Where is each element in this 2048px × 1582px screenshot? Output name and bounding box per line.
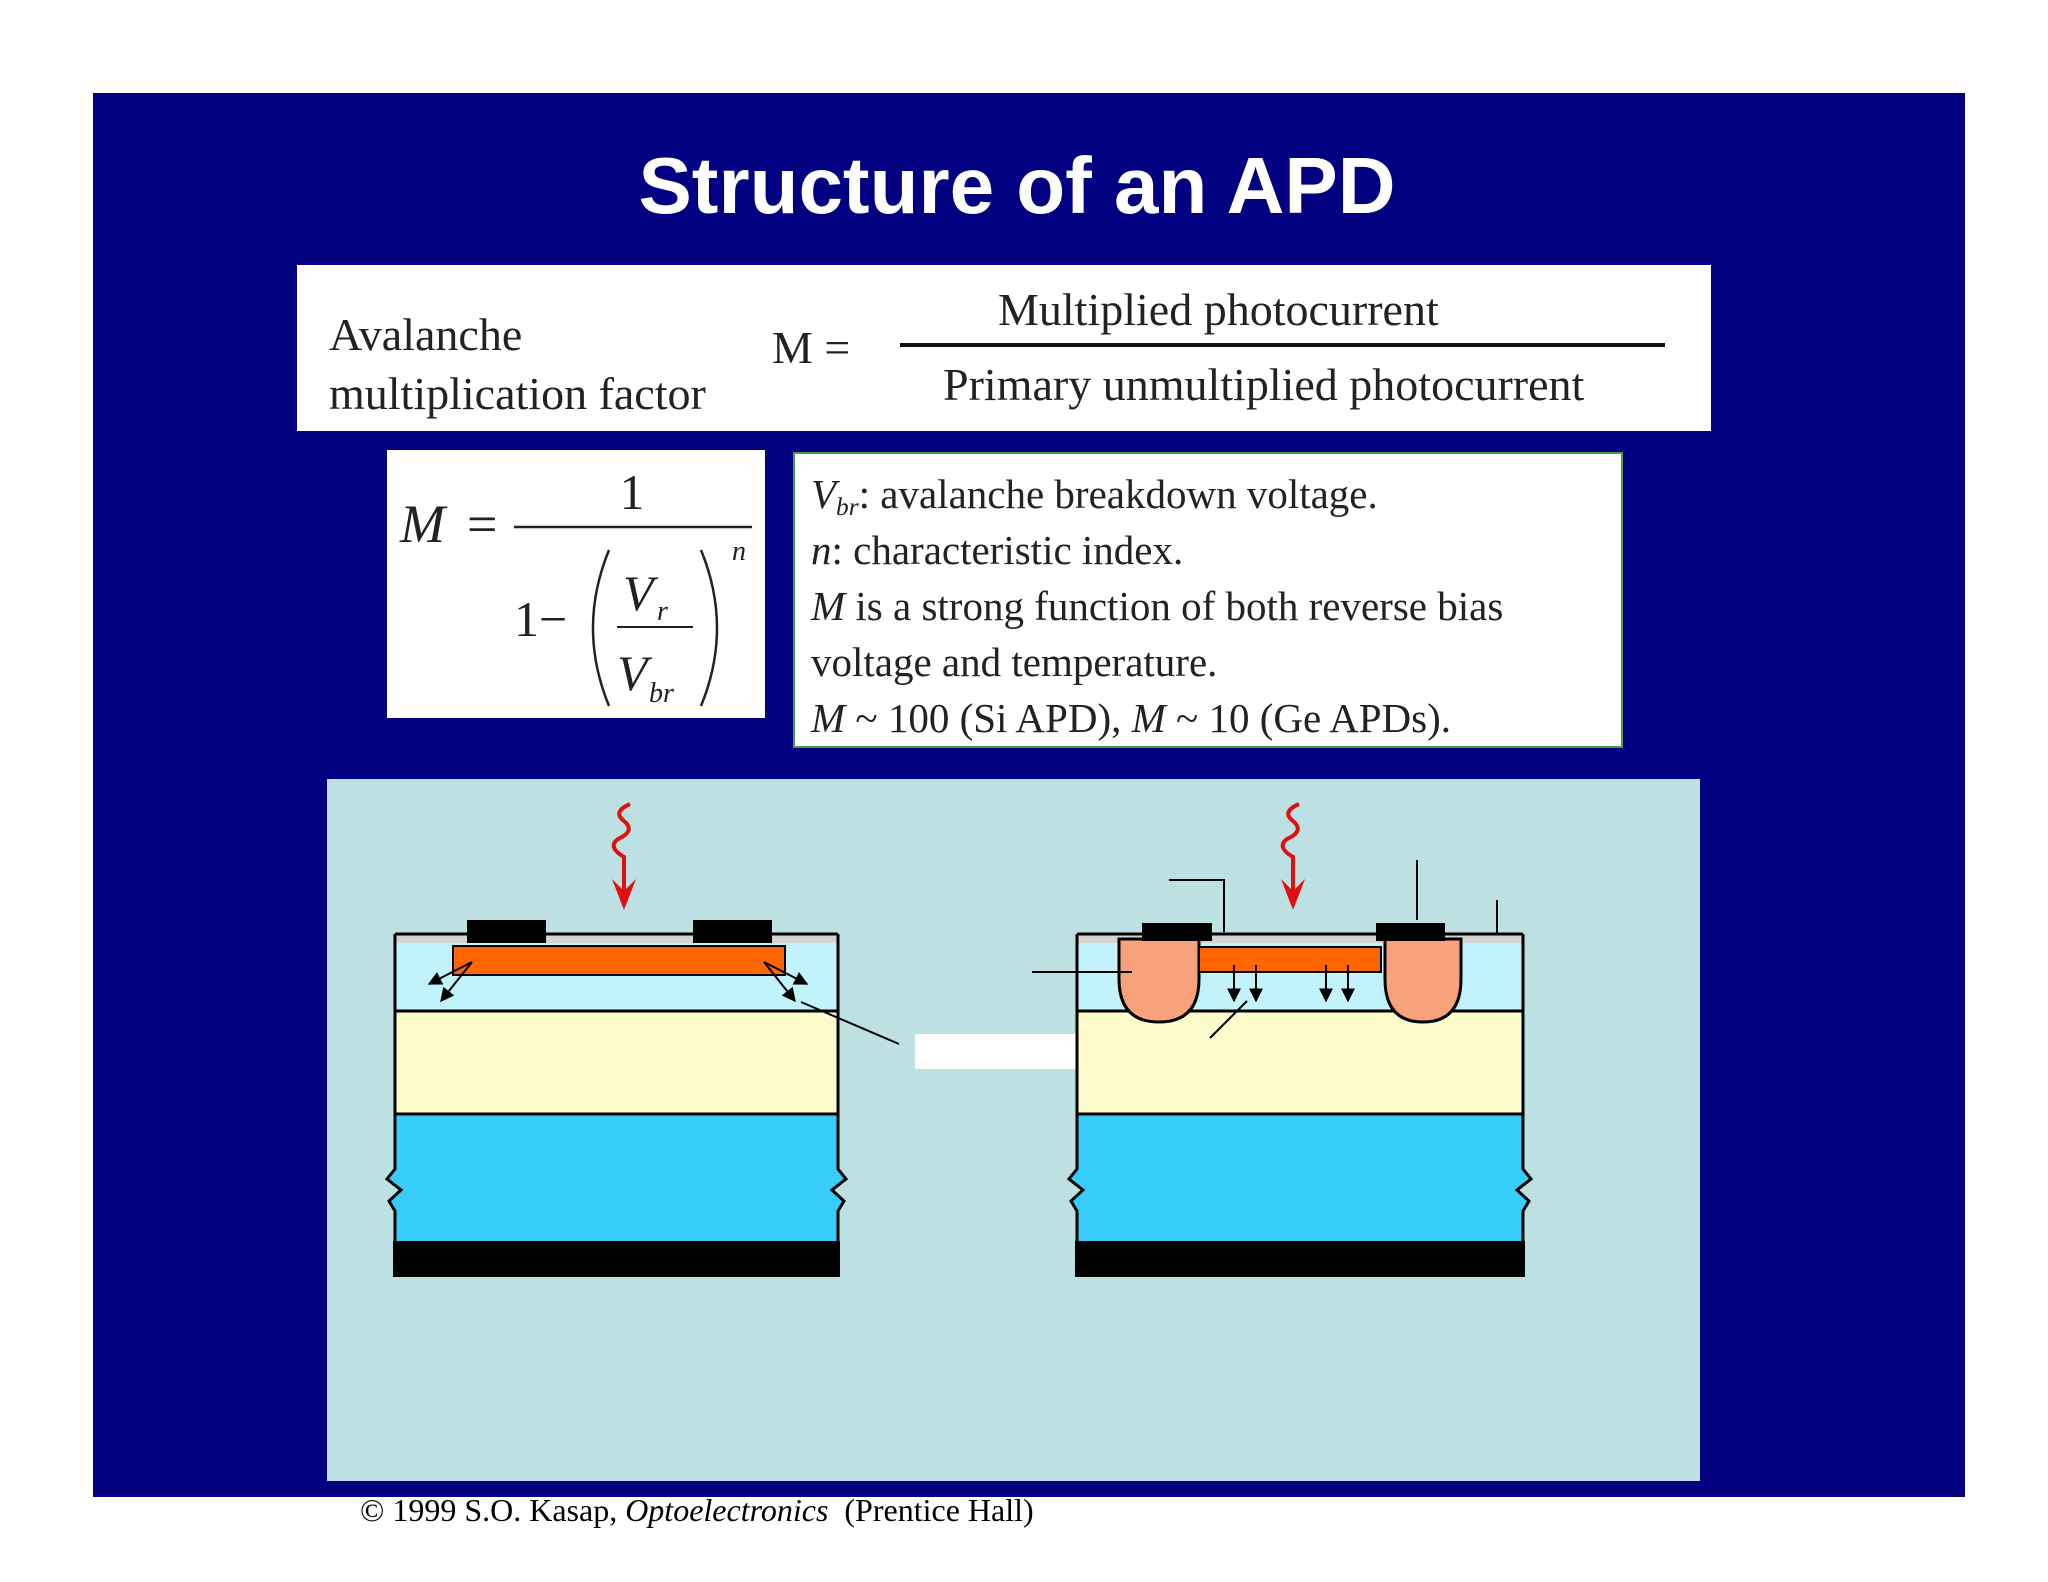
note-line-2: n: characteristic index.: [811, 522, 1621, 578]
copyright-notice: © 1999 S.O. Kasap, Optoelectronics (Pren…: [360, 1494, 1034, 1526]
formula-exponent: n: [732, 536, 746, 567]
substrate-layer: [1069, 1114, 1531, 1241]
middle-layer: [1077, 1011, 1523, 1114]
fraction-bar: [900, 343, 1665, 347]
right-apd-device: [1032, 802, 1534, 1277]
left-parenthesis: [591, 549, 611, 707]
ratio-denominator-subscript: br: [649, 678, 674, 709]
note-symbol: n: [811, 527, 832, 573]
middle-layer: [395, 1011, 838, 1114]
note-symbol: V: [811, 471, 837, 517]
label-leader-lines: [1032, 860, 1498, 1039]
back-contact: [1075, 1241, 1525, 1277]
left-apd-device: [384, 802, 849, 1277]
definition-label-line2: multiplication factor: [329, 368, 706, 419]
note-line-5: M ~ 100 (Si APD), M ~ 10 (Ge APDs).: [811, 690, 1621, 746]
note-line-1: Vbr: avalanche breakdown voltage.: [811, 466, 1621, 522]
multiplication-formula: M = 1 1− V r V br n: [387, 450, 765, 718]
top-doped-layer: [452, 945, 786, 976]
guard-ring: [1383, 937, 1463, 1024]
back-contact: [393, 1241, 840, 1277]
definition-numerator: Multiplied photocurrent: [998, 284, 1439, 335]
apd-structure-diagram: [327, 779, 1700, 1481]
note-text: voltage and temperature.: [811, 639, 1218, 685]
surface-oxide-strip: [1077, 934, 1523, 943]
formula-one-minus: 1−: [514, 591, 567, 647]
formula-notes: Vbr: avalanche breakdown voltage. n: cha…: [793, 452, 1623, 748]
definition-denominator: Primary unmultiplied photocurrent: [943, 359, 1585, 410]
carrier-arrow: [763, 961, 809, 985]
note-text: : avalanche breakdown voltage.: [858, 471, 1378, 517]
ratio-numerator-symbol: V: [623, 565, 659, 621]
definition-lhs: M =: [772, 322, 851, 373]
carrier-arrow: [763, 961, 796, 1003]
label-leader-line: [800, 1001, 900, 1045]
note-text: : characteristic index.: [831, 527, 1184, 573]
note-symbol: M: [811, 583, 846, 629]
definition-label-line1: Avalanche: [329, 309, 523, 360]
note-text: ~ 10 (Ge APDs).: [1165, 695, 1452, 741]
surface-oxide-strip: [395, 934, 838, 943]
note-symbol: M: [811, 695, 846, 741]
note-text: is a strong function of both reverse bia…: [845, 583, 1504, 629]
note-line-4: voltage and temperature.: [811, 634, 1621, 690]
device-outline: [1066, 932, 1534, 1241]
label-leader-line: [1169, 879, 1225, 932]
guard-ring: [1117, 937, 1201, 1024]
copyright-suffix: (Prentice Hall): [828, 1492, 1034, 1528]
top-doped-layer: [1198, 946, 1382, 973]
slide-title: Structure of an APD: [638, 141, 1396, 230]
note-line-3: M is a strong function of both reverse b…: [811, 578, 1621, 634]
formula-numerator: 1: [620, 464, 645, 520]
contact-electrode: [467, 920, 546, 943]
note-subscript: br: [836, 493, 859, 522]
multiplication-arrows: [1227, 965, 1355, 1003]
edge-breakdown-arrows: [427, 961, 809, 1003]
carrier-arrow: [427, 961, 473, 985]
copyright-book-title: Optoelectronics: [625, 1492, 829, 1528]
copyright-prefix: © 1999 S.O. Kasap,: [360, 1492, 626, 1528]
incident-light-arrow: [611, 802, 636, 910]
note-symbol: M: [1131, 695, 1166, 741]
right-parenthesis: [699, 549, 719, 707]
ratio-numerator-subscript: r: [657, 596, 668, 627]
contact-electrode: [1142, 923, 1212, 941]
multiplication-factor-definition: Avalanche multiplication factor M = Mult…: [297, 265, 1711, 431]
carrier-arrow: [440, 961, 473, 1003]
label-leader-line: [1209, 1000, 1248, 1039]
ratio-denominator-symbol: V: [617, 645, 653, 701]
formula-equals: =: [467, 494, 497, 554]
formula-lhs: M: [399, 494, 448, 554]
incident-light-arrow: [1280, 802, 1305, 910]
device-outline: [384, 932, 849, 1241]
note-text: ~ 100 (Si APD),: [845, 695, 1132, 741]
substrate-layer: [387, 1114, 846, 1241]
contact-electrode: [693, 920, 772, 943]
contact-electrode: [1376, 923, 1445, 941]
